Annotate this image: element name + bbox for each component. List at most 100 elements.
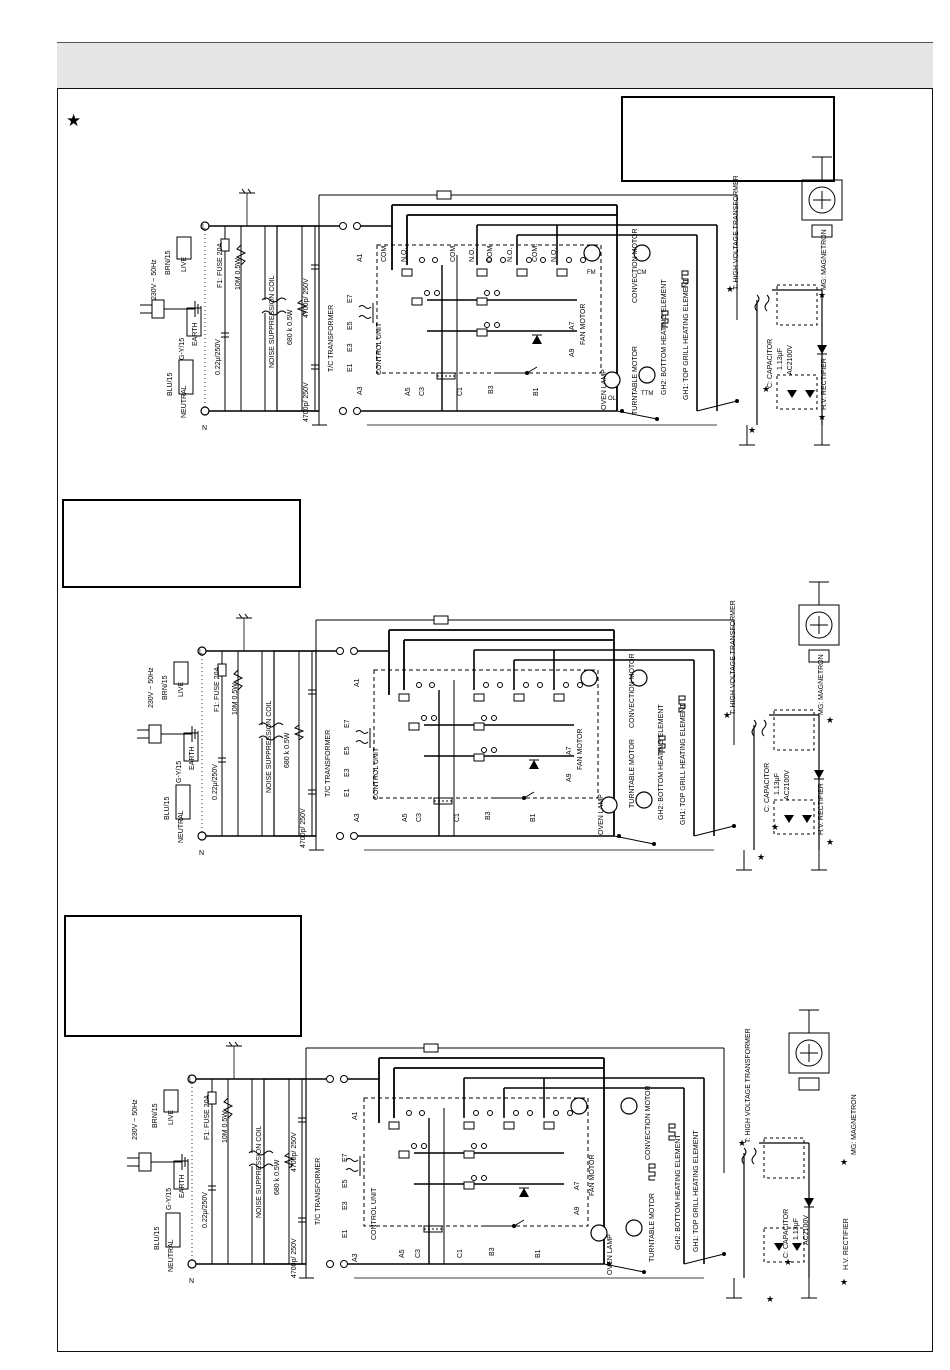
label-com-1c: COM. [487,244,494,262]
label-live-wire-3: BRN/15 [152,1103,159,1128]
label-live-1: LIVE [181,256,188,272]
terminal-C3-1: C3 [419,387,426,396]
diagram-frame [57,88,933,1352]
label-cap-voltage-2: AC2100V [784,770,791,800]
terminal-A1-1: A1 [357,253,364,262]
label-convection-motor-1: CONVECTION MOTOR [632,228,639,303]
label-noise-coil-3: NOISE SUPPRESSION COIL [256,1125,263,1218]
header-bar [57,42,933,89]
terminal-C3-2: C3 [416,813,423,822]
star-rect-1: ★ [818,412,826,422]
label-capacitor-1: C: CAPACITOR [767,339,774,388]
label-gh2-1: GH2: BOTTOM HEATING ELEMENT [661,279,668,395]
terminal-E3-1: E3 [347,343,354,352]
label-gh1-2: GH1: TOP GRILL HEATING ELEMENT [680,703,687,825]
label-res680-2: 680 k 0.5W [284,732,291,768]
label-rectifier-1: H.V. RECTIFIER [821,358,828,410]
label-convection-motor-3: CONVECTION MOTOR [645,1085,652,1160]
star-bottom-2: ★ [757,852,765,862]
star-mg-3: ★ [840,1157,848,1167]
label-hv-transformer-3: T: HIGH VOLTAGE TRANSFORMER [745,1028,752,1143]
labels-schematic-1: 230V ~ 50Hz BRN/15 LIVE G-Y/15 EARTH BLU… [151,175,828,435]
terminal-B3-3: B3 [489,1247,496,1256]
label-capacitor-2: C: CAPACITOR [764,763,771,812]
label-neutral-wire-3: BLU/15 [154,1227,161,1250]
label-fuse-2: F1: FUSE 20A [214,667,221,712]
terminal-A7-1: A7 [569,321,576,330]
star-mg-2: ★ [826,715,834,725]
label-oven-lamp-3: OVEN LAMP [607,1234,614,1275]
terminal-A9-1: A9 [569,348,576,357]
star-cap-1: ★ [762,384,770,394]
terminal-E5-3: E5 [342,1179,349,1188]
label-cap4700-a-1: 4700p/ 250V [303,278,310,318]
terminal-C1-3: C1 [457,1249,464,1258]
label-no-1a: N.O. [401,248,408,262]
label-resistor-2: 10M 0.5W [232,683,239,715]
star-cap-3: ★ [784,1257,792,1267]
label-fan-motor-3: FAN MOTOR [589,1155,596,1196]
label-filter-cap-3: 0.22μ/250V [202,1192,209,1228]
label-com-1a: COM. [381,244,388,262]
label-earth-1: EARTH [192,322,199,346]
label-cap-value-1: 1.13μF [777,348,784,370]
label-tc-transformer-1: T/C TRANSFORMER [328,305,335,372]
terminal-A5-2: A5 [402,813,409,822]
label-neutral-3: NEUTRAL [168,1239,175,1272]
label-magnetron-2: MG: MAGNETRON [818,654,825,715]
terminal-B1-1: B1 [533,387,540,396]
label-magnetron-1: MG: MAGNETRON [821,229,828,290]
label-earth-wire-2: G-Y/15 [176,761,183,783]
label-earth-wire-3: G-Y/15 [166,1188,173,1210]
label-live-3: LIVE [168,1109,175,1125]
terminal-E5-2: E5 [344,746,351,755]
label-no-1c: N.O. [507,248,514,262]
terminal-E7-2: E7 [344,719,351,728]
terminal-C3-3: C3 [415,1249,422,1258]
label-cap-voltage-1: AC2100V [787,345,794,375]
label-cap-value-3: 1.13μF [793,1218,800,1240]
label-cap4700-b-3: 4700p/ 250V [291,1238,298,1278]
label-convection-motor-2: CONVECTION MOTOR [629,653,636,728]
label-fan-motor-1: FAN MOTOR [580,304,587,345]
star-hv-2: ★ [723,710,731,720]
star-rect-3: ★ [840,1277,848,1287]
terminal-C1-1: C1 [457,387,464,396]
terminal-B3-2: B3 [485,811,492,820]
label-resistor-3: 10M 0.5W [222,1111,229,1143]
label-neutral-1: NEUTRAL [181,385,188,418]
label-gh2-2: GH2: BOTTOM HEATING ELEMENT [658,704,665,820]
label-control-unit-2: CONTROL UNIT [373,747,380,800]
label-resistor-1: 10M 0.5W [235,258,242,290]
label-turntable-motor-1: TURNTABLE MOTOR [632,346,639,415]
star-hv-1: ★ [726,284,734,294]
label-oven-lamp-2: OVEN LAMP [598,794,605,835]
label-hv-transformer-1: T: HIGH VOLTAGE TRANSFORMER [733,175,740,290]
label-res680-1: 680 k 0.5W [287,309,294,345]
terminal-E3-3: E3 [342,1201,349,1210]
label-fuse-1: F1: FUSE 20A [217,243,224,288]
label-neutral-2: NEUTRAL [178,810,185,843]
terminal-E1-1: E1 [347,363,354,372]
terminal-A3-2: A3 [354,813,361,822]
label-N-3: N [189,1278,194,1285]
label-earth-2: EARTH [189,746,196,770]
label-neutral-wire-2: BLU/15 [164,797,171,820]
label-gh2-3: GH2: BOTTOM HEATING ELEMENT [675,1134,682,1250]
label-magnetron-3: MG: MAGNETRON [851,1094,858,1155]
label-fuse-3: F1: FUSE 20A [204,1095,211,1140]
label-com-1b: COM. [450,244,457,262]
terminal-E7-1: E7 [347,294,354,303]
terminal-A9-2: A9 [566,773,573,782]
label-noise-coil-2: NOISE SUPPRESSION COIL [266,700,273,793]
label-cap-value-2: 1.13μF [774,773,781,795]
label-tc-transformer-3: T/C TRANSFORMER [315,1158,322,1225]
star-rect-2: ★ [826,837,834,847]
schematic-3 [126,1009,830,1299]
terminal-C1-2: C1 [454,813,461,822]
label-no-1d: N.O. [551,248,558,262]
label-L-1: L [202,224,206,231]
label-fan-motor-2: FAN MOTOR [577,729,584,770]
terminal-E1-3: E1 [342,1229,349,1238]
